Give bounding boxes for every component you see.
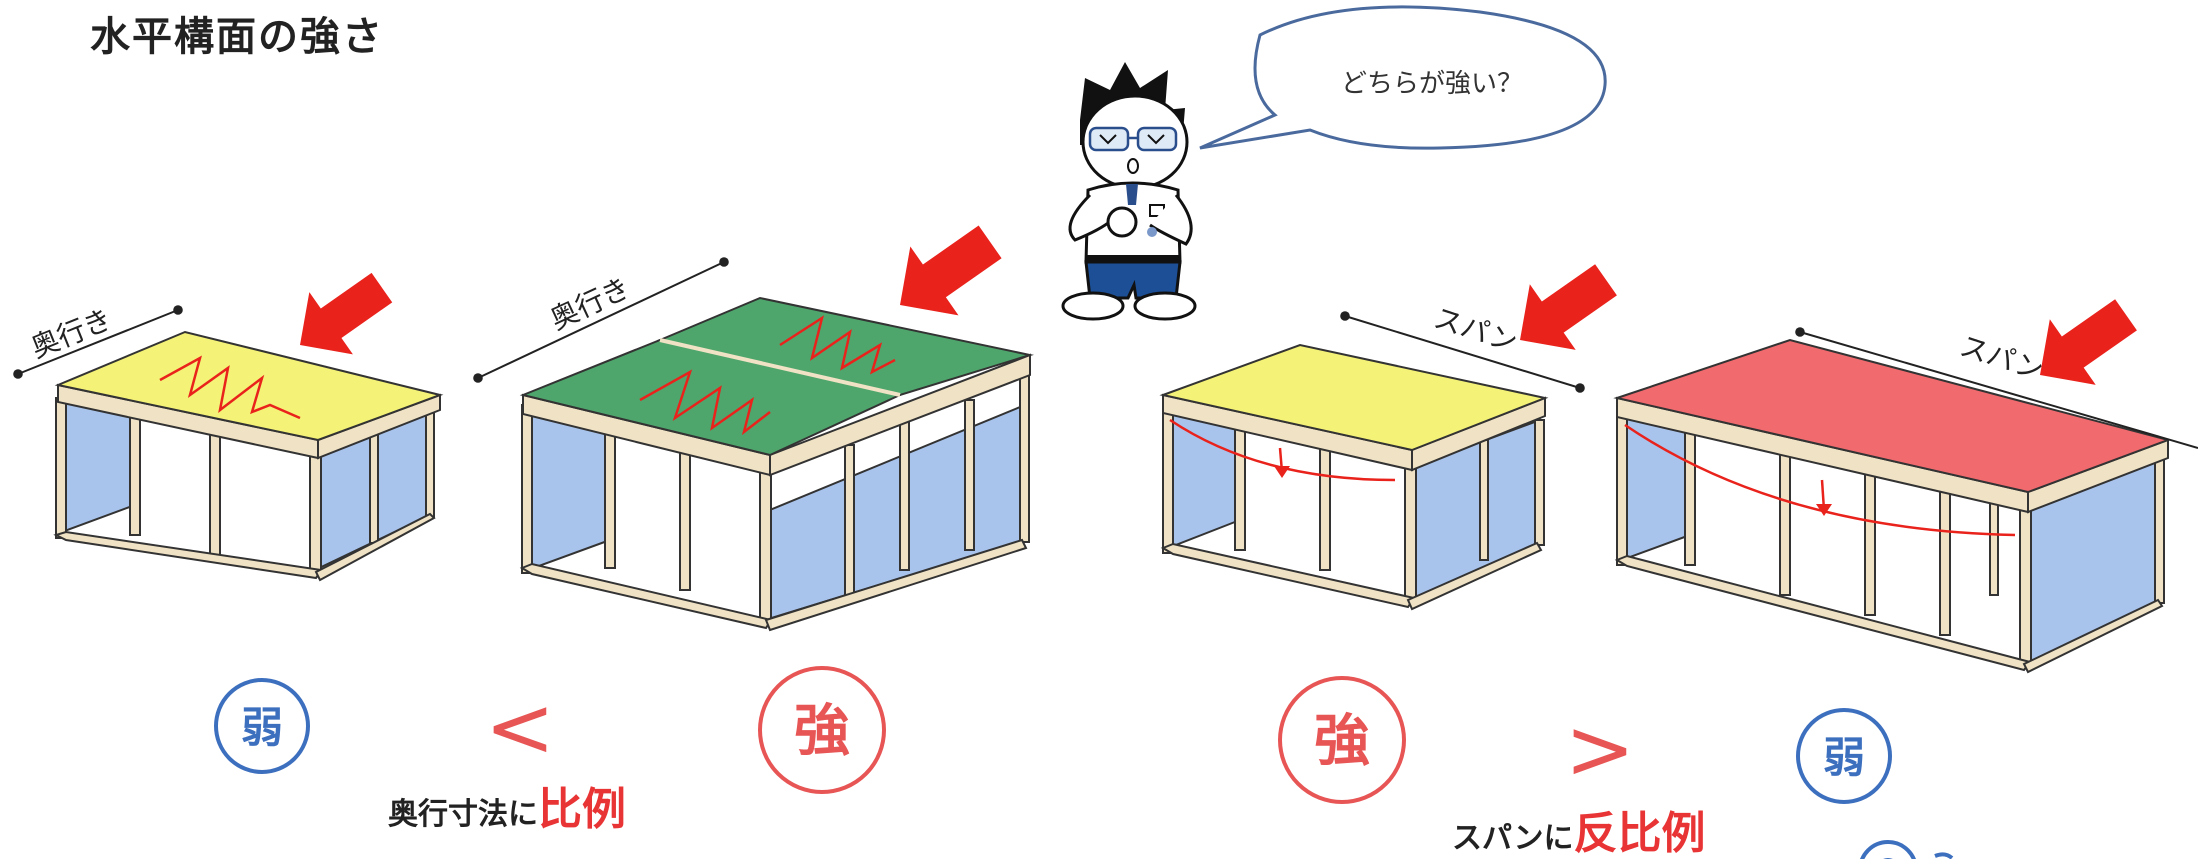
corner-logo-icon: [1860, 840, 1954, 859]
frame-box-2: [519, 296, 1034, 632]
less-than-operator: <: [485, 678, 555, 776]
weak-badge-right: [1796, 708, 1892, 804]
force-arrow-3: [1520, 264, 1617, 350]
greater-than-operator: >: [1565, 700, 1635, 798]
force-arrow-2: [900, 225, 1002, 316]
dim-label-box2: 奥行き: [545, 271, 635, 336]
left-wall-4: [1621, 413, 1691, 562]
weak-badge-right-text: 弱: [1823, 733, 1865, 782]
dim-label-box3: スパン: [1430, 301, 1521, 359]
strong-badge-right-text: 強: [1314, 709, 1370, 774]
floor-3: [1159, 343, 1549, 452]
dim-label-box1: 奥行き: [26, 302, 116, 364]
caption-right: スパンに反比例: [1452, 808, 1706, 859]
caption-right-emphasis: 反比例: [1574, 808, 1706, 859]
strong-badge-right: [1278, 676, 1406, 804]
weak-badge-left-text: 弱: [241, 703, 283, 752]
force-arrow-4: [2040, 299, 2137, 385]
caption-left-emphasis: 比例: [538, 784, 626, 835]
force-arrow-1: [300, 272, 393, 355]
frame-box-1: [53, 330, 444, 582]
frame-box-3: [1159, 343, 1549, 611]
strong-badge-left-text: 強: [794, 699, 850, 764]
frame-box-4: [1613, 338, 2172, 674]
caption-left-prefix: 奥行寸法に: [388, 797, 538, 832]
caption-right-prefix: スパンに: [1452, 821, 1574, 856]
speech-text: どちらが強い？: [1341, 69, 1523, 99]
dim-label-box4: スパン: [1956, 329, 2047, 387]
strong-badge-left: [758, 666, 886, 794]
character-illustration: [1061, 62, 1197, 321]
character-shoe-right: [1133, 291, 1197, 321]
speech-bubble: [1199, 5, 1607, 150]
caption-left: 奥行寸法に比例: [388, 784, 626, 835]
character-shoe-left: [1061, 291, 1125, 321]
page-title: 水平構面の強さ: [90, 14, 384, 60]
weak-badge-left: [214, 678, 310, 774]
